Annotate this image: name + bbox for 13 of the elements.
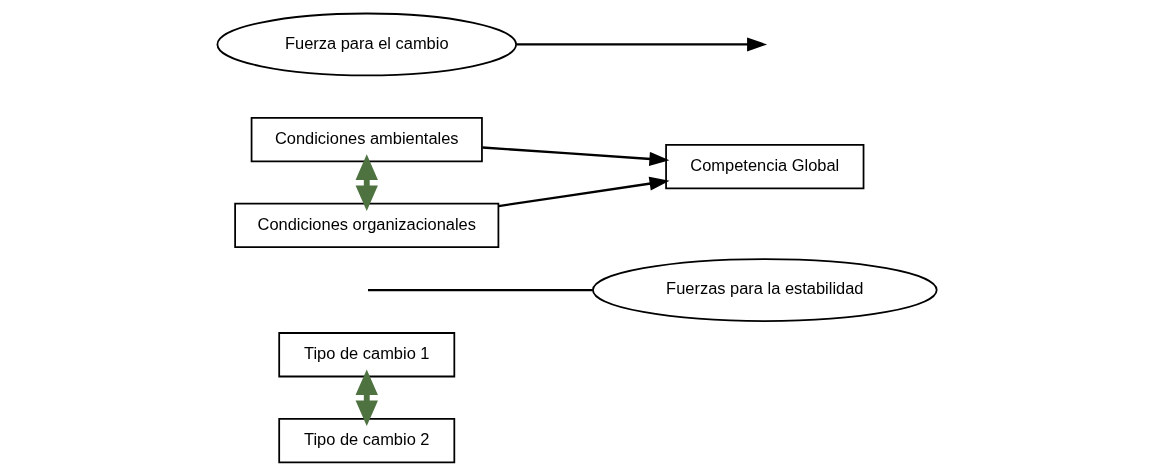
arrow — [515, 36, 767, 51]
node-box: Competencia Global — [664, 143, 864, 189]
node-box: Tipo de cambio 2 — [277, 417, 455, 463]
node-ellipse: Fuerza para el cambio — [216, 12, 517, 76]
arrow — [497, 176, 670, 207]
node-box: Tipo de cambio 1 — [277, 331, 455, 377]
node-ellipse: Fuerzas para la estabilidad — [591, 257, 938, 322]
node-box: Condiciones ambientales — [250, 116, 483, 162]
node-box: Condiciones organizacionales — [233, 202, 499, 248]
arrow — [355, 153, 378, 211]
arrow — [355, 368, 378, 426]
arrow — [481, 145, 669, 166]
connector — [367, 288, 593, 291]
